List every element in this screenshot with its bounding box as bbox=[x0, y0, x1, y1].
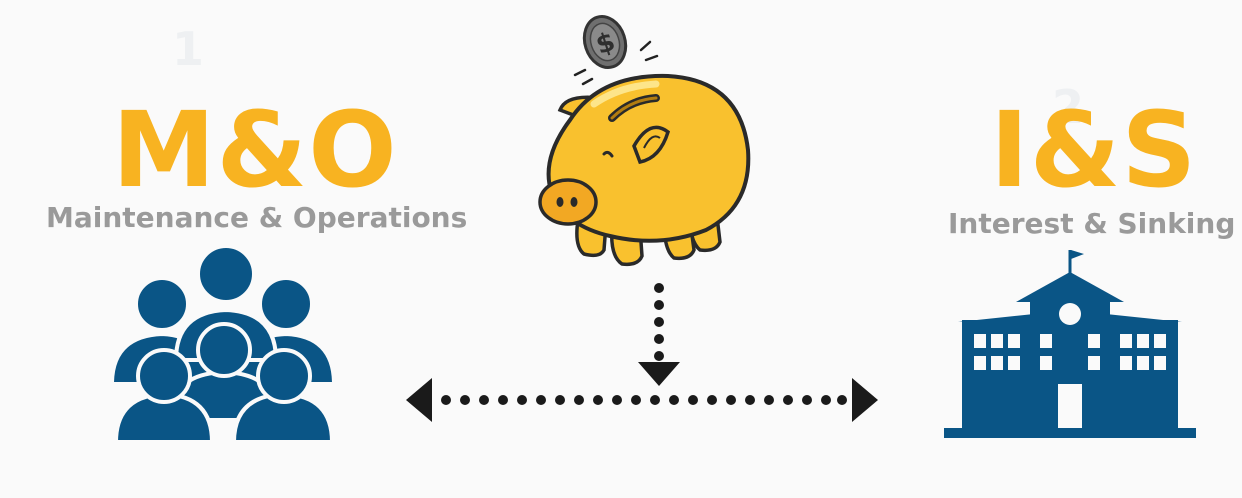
faint-number-2: 2 bbox=[1052, 80, 1085, 134]
right-arrowhead bbox=[852, 378, 878, 422]
piggy-bank-icon bbox=[538, 73, 751, 267]
school-building-icon bbox=[944, 250, 1196, 438]
people-group-icon bbox=[109, 244, 337, 444]
coin-motion-lines bbox=[573, 40, 659, 86]
dollar-coin-icon: $ bbox=[582, 15, 628, 69]
horizontal-double-arrow bbox=[406, 378, 878, 422]
school-door bbox=[1058, 384, 1082, 428]
mo-subtitle: Maintenance & Operations bbox=[46, 201, 468, 234]
pig-snout bbox=[538, 178, 598, 226]
is-abbreviation: I&S bbox=[990, 89, 1198, 211]
is-subtitle: Interest & Sinking bbox=[948, 207, 1236, 240]
down-arrow bbox=[638, 283, 680, 386]
mo-abbreviation: M&O bbox=[112, 89, 398, 211]
faint-number-1: 1 bbox=[172, 22, 205, 76]
left-arrowhead bbox=[406, 378, 432, 422]
down-arrowhead bbox=[638, 362, 680, 386]
